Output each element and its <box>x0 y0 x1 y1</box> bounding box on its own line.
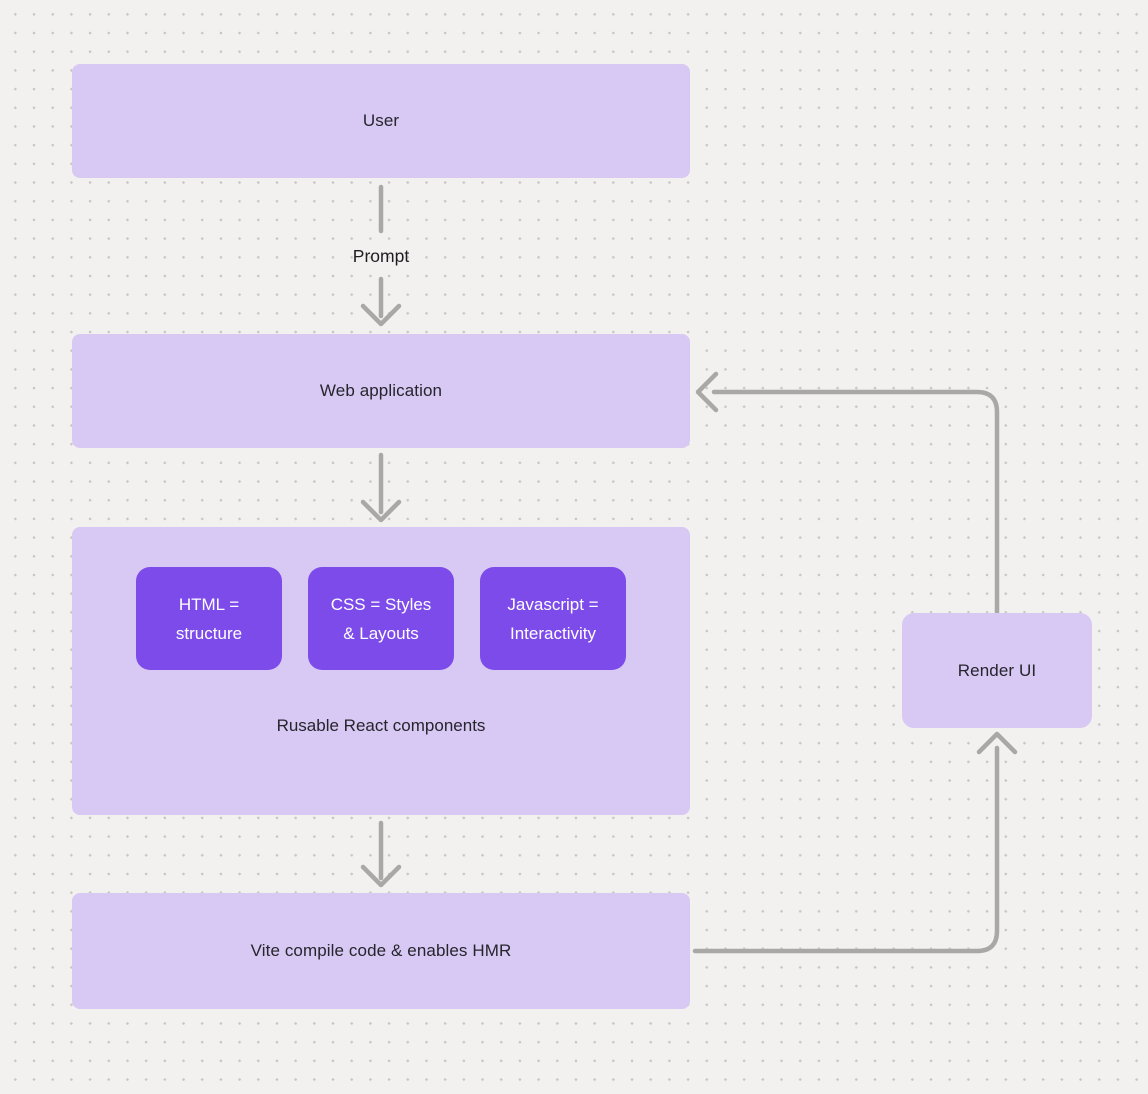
edge-vite-to-render <box>692 745 1000 954</box>
node-render-ui: Render UI <box>902 613 1092 728</box>
node-vite-label: Vite compile code & enables HMR <box>250 941 512 960</box>
arrowhead-down-icon <box>360 864 402 888</box>
node-user-label: User <box>362 111 400 130</box>
node-web-application: Web application <box>72 334 690 448</box>
components-chip-row: HTML = structure CSS = Styles & Layouts … <box>72 567 690 670</box>
node-render-ui-label: Render UI <box>957 660 1037 680</box>
node-components-group: HTML = structure CSS = Styles & Layouts … <box>72 527 690 815</box>
arrowhead-left-icon <box>695 371 719 413</box>
chip-css-line1: CSS = Styles <box>330 594 432 614</box>
chip-html-line1: HTML = <box>178 594 240 614</box>
chip-css-line2: & Layouts <box>343 623 419 643</box>
node-user: User <box>72 64 690 178</box>
node-web-application-label: Web application <box>319 381 443 400</box>
arrowhead-down-icon <box>360 303 402 327</box>
arrowhead-down-icon <box>360 499 402 523</box>
edge-label-prompt: Prompt <box>352 246 410 266</box>
components-group-caption: Rusable React components <box>276 716 486 735</box>
arrowhead-up-icon <box>976 731 1018 755</box>
node-vite: Vite compile code & enables HMR <box>72 893 690 1009</box>
chip-html-line2: structure <box>175 623 243 643</box>
edge-render-to-web <box>711 389 1000 616</box>
chip-css: CSS = Styles & Layouts <box>308 567 454 670</box>
chip-javascript-line1: Javascript = <box>507 594 599 614</box>
chip-html: HTML = structure <box>136 567 282 670</box>
chip-javascript-line2: Interactivity <box>510 623 596 643</box>
chip-javascript: Javascript = Interactivity <box>480 567 626 670</box>
